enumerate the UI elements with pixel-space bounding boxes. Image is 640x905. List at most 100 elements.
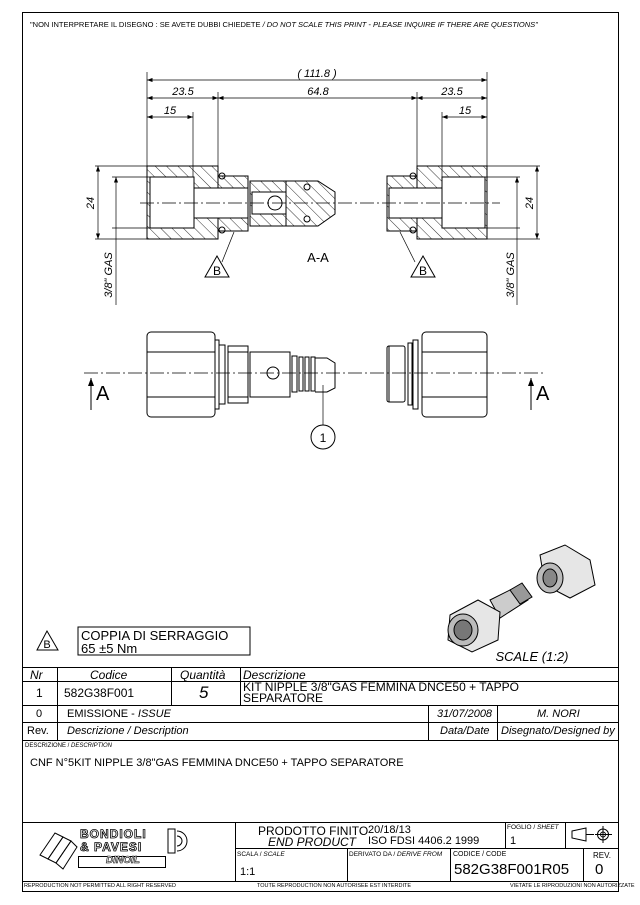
rev-value: 0 [595,861,604,878]
tolerance-code: 20/18/13 [368,824,411,836]
torque-symbol: B [36,629,59,651]
row-desc: KIT NIPPLE 3/8"GAS FEMMINA DNCE50 + TAPP… [243,680,520,705]
table-line [22,681,619,682]
logo-line2: & PAVESI [80,840,143,855]
product-it: PRODOTTO FINITO [258,824,369,838]
torque-box [77,626,251,656]
balloon-label: 1 [320,431,327,445]
table-line [428,705,429,740]
scale-value: 1:1 [240,866,256,878]
table-line [22,667,619,668]
dim-overall: ( 111.8 ) [297,68,337,80]
drawing-frame [22,12,619,892]
title-block-line [347,848,348,881]
row-code: 582G38F001 [64,686,135,700]
dim-right-a: 23.5 [440,86,463,98]
section-left-fitting [146,165,336,240]
header-nr: Nr [30,668,43,682]
header-note-it: "NON INTERPRETARE IL DISEGNO : SE AVETE … [30,20,261,29]
product-en: END PRODUCT [268,835,357,849]
section-arrow-right: A [528,378,550,410]
scale-label-en: SCALE [263,851,285,858]
ref-b-right-label: B [419,264,427,278]
section-label: A-A [307,250,329,265]
dimension-lines [95,72,540,305]
title-block-line [22,881,619,882]
rev-date: 31/07/2008 [437,708,493,720]
dim-right-b: 15 [459,105,472,117]
row-qty: 5 [199,683,209,702]
table-line [171,667,172,705]
row-nr: 1 [36,686,43,700]
table-line [497,705,498,740]
rev-number: 0 [36,708,43,720]
footer-right: VIETATE LE RIPRODUZIONI NON AUTORIZZATE [510,883,635,889]
ref-b-left-label: B [213,264,221,278]
section-arrow-left-label: A [96,383,110,405]
title-block-line [565,822,566,848]
sheet-label-it: FOGLIO / [507,824,536,831]
dim-height-right: 24 [524,197,536,210]
header-codice: Codice [90,668,128,682]
standard: ISO FDSI 4406.2 1999 [368,835,480,847]
footer-left: REPRODUCTION NOT PERMITTED ALL RIGHT RES… [24,883,176,889]
dim-thread-left: 3/8" GAS [103,252,115,298]
front-view-right [386,331,488,418]
derive-label-it: DERIVATO DA / [349,851,396,858]
logo-symbol-icon [167,828,188,854]
logo-dinoil-box [78,856,166,868]
front-view-left [146,331,336,418]
torque-value: 65 ±5 Nm [81,641,137,656]
table-line [240,667,241,705]
rev-designer: M. NORI [537,708,580,720]
description-label-it: DESCRIZIONE / [25,743,70,749]
rev-label: REV. [593,851,611,860]
sheet-label-en: SHEET [536,824,559,831]
title-block-line [450,848,451,881]
scale-label-it: SCALA / [237,851,262,858]
header-quantita: Quantità [180,668,226,682]
dim-left-a: 23.5 [171,86,194,98]
drawing-code: 582G38F001R05 [454,861,570,878]
logo-mark-icon [39,832,78,870]
description-label-en: DESCRIPTION [71,743,113,749]
section-right-fitting [386,165,488,240]
derive-label-en: DERIVE FROM [397,851,443,858]
rev-desc-en: ISSUE [137,708,171,720]
rev-desc: EMISSIONE - [67,708,138,720]
logo-line3: DINOIL [106,855,140,867]
torque-symbol-label: B [43,639,50,651]
projection-symbol-icon [571,826,612,843]
dim-thread-right: 3/8" GAS [505,252,517,298]
section-arrow-left: A [88,378,110,410]
description-text: CNF N°5KIT NIPPLE 3/8"GAS FEMMINA DNCE50… [30,757,404,769]
title-block-line [505,822,506,848]
isometric-view [447,544,596,653]
dim-left-b: 15 [164,105,177,117]
rev-header-rev: Rev. [27,725,49,737]
sheet-number: 1 [510,835,517,847]
footer-center: TOUTE REPRODUCTION NON AUTORISEE EST INT… [257,883,412,889]
rev-header-date: Data/Date [440,725,490,737]
rev-header-desc: Descrizione / Description [67,725,189,737]
title-block-line [22,822,619,823]
section-arrow-right-label: A [536,383,550,405]
iso-scale-label: SCALE (1:2) [496,649,569,664]
ref-b-right: B [410,254,436,278]
logo-line1: BONDIOLI [80,827,147,842]
part-balloon: 1 [310,385,336,450]
header-descrizione: Descrizione [243,668,306,682]
table-line [22,705,619,706]
table-line [22,722,619,723]
header-note-en: / DO NOT SCALE THIS PRINT - PLEASE INQUI… [262,20,538,29]
rev-header-designer: Disegnato/Designed by [501,725,615,737]
header-note: "NON INTERPRETARE IL DISEGNO : SE AVETE … [30,20,538,29]
title-block-line [235,822,236,881]
torque-title: COPPIA DI SERRAGGIO [81,628,228,643]
table-line [57,667,58,740]
ref-b-left: B [204,254,230,278]
dim-height-left: 24 [85,197,97,210]
title-block-line [235,848,619,849]
title-block-line [583,848,584,881]
